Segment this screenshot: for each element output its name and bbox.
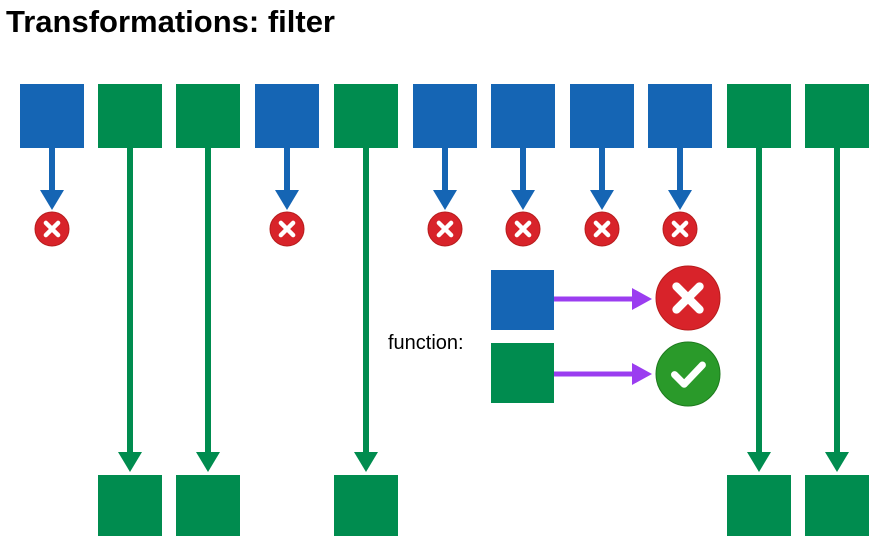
output-square-green	[727, 475, 791, 536]
input-square-blue	[648, 84, 712, 148]
x-icon	[34, 211, 70, 247]
legend-green-square	[491, 343, 554, 403]
output-square-green	[334, 475, 398, 536]
output-square-green	[805, 475, 869, 536]
input-square-green	[98, 84, 162, 148]
input-square-green	[334, 84, 398, 148]
x-icon	[427, 211, 463, 247]
input-square-blue	[255, 84, 319, 148]
keep-arrow	[747, 148, 771, 472]
reject-arrow	[511, 148, 535, 210]
reject-arrow	[40, 148, 64, 210]
x-icon	[269, 211, 305, 247]
x-icon	[505, 211, 541, 247]
x-icon	[584, 211, 620, 247]
legend-arrow-keep	[554, 363, 652, 385]
keep-arrow	[354, 148, 378, 472]
function-label: function:	[388, 332, 464, 354]
output-square-green	[98, 475, 162, 536]
reject-arrow	[433, 148, 457, 210]
input-square-blue	[413, 84, 477, 148]
reject-arrow	[275, 148, 299, 210]
output-square-green	[176, 475, 240, 536]
input-square-blue	[491, 84, 555, 148]
input-square-blue	[570, 84, 634, 148]
x-icon	[655, 265, 721, 331]
reject-arrow	[590, 148, 614, 210]
keep-arrow	[118, 148, 142, 472]
input-square-green	[176, 84, 240, 148]
legend-blue-square	[491, 270, 554, 330]
keep-arrow	[196, 148, 220, 472]
input-square-blue	[20, 84, 84, 148]
keep-arrow	[825, 148, 849, 472]
check-icon	[655, 341, 721, 407]
reject-arrow	[668, 148, 692, 210]
input-square-green	[805, 84, 869, 148]
input-square-green	[727, 84, 791, 148]
page-title: Transformations: filter	[6, 4, 335, 39]
x-icon	[662, 211, 698, 247]
legend-arrow-reject	[554, 288, 652, 310]
